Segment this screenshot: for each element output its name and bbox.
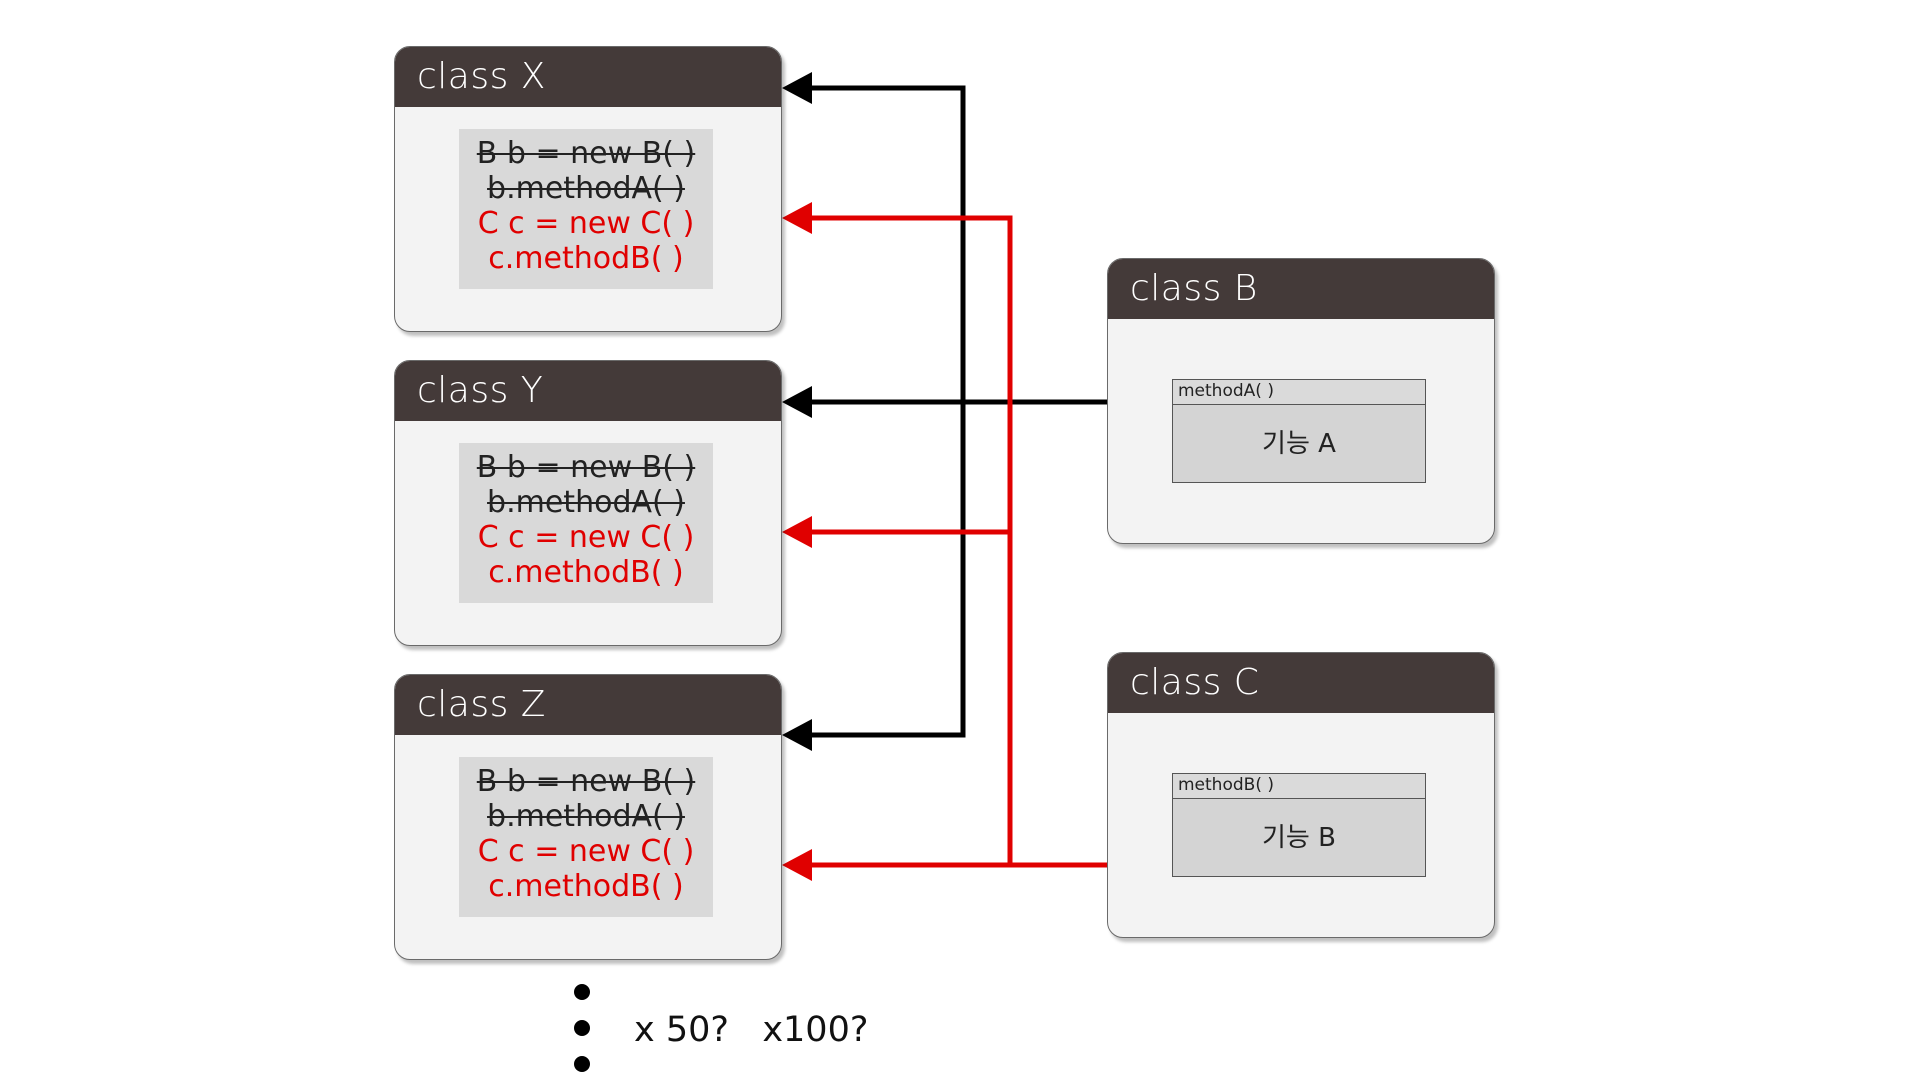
code-line-new-1: C c = new C( ) xyxy=(477,206,695,241)
code-line-old-2: b.methodA( ) xyxy=(487,485,685,520)
ellipsis-dot xyxy=(574,1020,590,1036)
code-line-new-1: C c = new C( ) xyxy=(477,520,695,555)
old-dependency-links xyxy=(812,85,1107,738)
class-y-title: class Y xyxy=(395,361,781,421)
class-c-card: class C methodB( ) 기능 B xyxy=(1107,652,1495,938)
class-c-method-box: methodB( ) 기능 B xyxy=(1172,773,1426,877)
code-line-old-2: b.methodA( ) xyxy=(487,171,685,206)
feature-b-label: 기능 B xyxy=(1262,823,1336,853)
code-line-old-1: B b = new B( ) xyxy=(476,450,696,485)
class-x-title: class X xyxy=(395,47,781,107)
arrowhead-x-red xyxy=(782,202,812,234)
class-b-method-box: methodA( ) 기능 A xyxy=(1172,379,1426,483)
class-y-code: B b = new B( ) b.methodA( ) C c = new C(… xyxy=(459,443,713,603)
arrowhead-z-red xyxy=(782,849,812,881)
class-y-card: class Y B b = new B( ) b.methodA( ) C c … xyxy=(394,360,782,646)
method-a-name: methodA( ) xyxy=(1173,380,1425,405)
arrowhead-y-red xyxy=(782,516,812,548)
class-z-title: class Z xyxy=(395,675,781,735)
ellipsis-dot xyxy=(574,984,590,1000)
arrowhead-x-black xyxy=(782,72,812,104)
link-c-to-x xyxy=(812,215,1013,868)
code-line-new-2: c.methodB( ) xyxy=(488,869,684,904)
class-c-title: class C xyxy=(1108,653,1494,713)
class-b-title: class B xyxy=(1108,259,1494,319)
class-z-card: class Z B b = new B( ) b.methodA( ) C c … xyxy=(394,674,782,960)
code-line-new-1: C c = new C( ) xyxy=(477,834,695,869)
method-b-name: methodB( ) xyxy=(1173,774,1425,799)
code-line-old-1: B b = new B( ) xyxy=(476,764,696,799)
link-b-to-x xyxy=(812,85,966,738)
class-x-code: B b = new B( ) b.methodA( ) C c = new C(… xyxy=(459,129,713,289)
arrowhead-y-black xyxy=(782,386,812,418)
class-x-card: class X B b = new B( ) b.methodA( ) C c … xyxy=(394,46,782,332)
old-dependency-arrowheads xyxy=(782,72,812,751)
code-line-new-2: c.methodB( ) xyxy=(488,555,684,590)
feature-a-label: 기능 A xyxy=(1262,429,1336,459)
class-b-card: class B methodA( ) 기능 A xyxy=(1107,258,1495,544)
arrowhead-z-black xyxy=(782,719,812,751)
scale-question: x 50? x100? xyxy=(634,1010,869,1050)
class-z-code: B b = new B( ) b.methodA( ) C c = new C(… xyxy=(459,757,713,917)
code-line-new-2: c.methodB( ) xyxy=(488,241,684,276)
code-line-old-2: b.methodA( ) xyxy=(487,799,685,834)
new-dependency-links xyxy=(812,215,1107,868)
code-line-old-1: B b = new B( ) xyxy=(476,136,696,171)
ellipsis-dot xyxy=(574,1056,590,1072)
new-dependency-arrowheads xyxy=(782,202,812,881)
